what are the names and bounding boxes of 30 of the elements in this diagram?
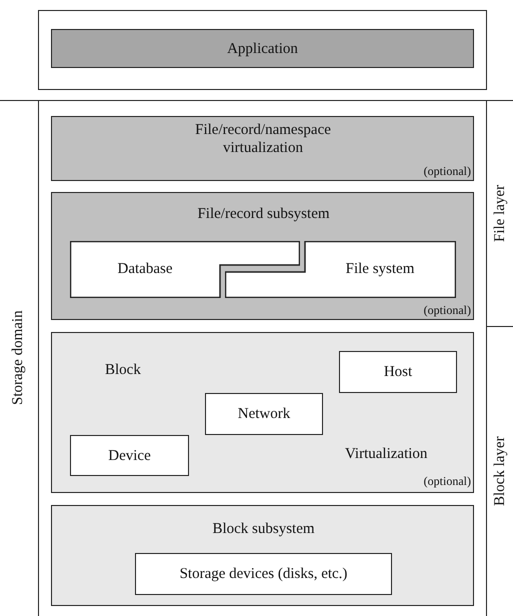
- note-text: (optional): [424, 303, 471, 317]
- layer-box: [51, 192, 474, 320]
- box-label: Host: [384, 363, 412, 381]
- component-box: [70, 435, 189, 476]
- box-label: File/record subsystem: [196, 205, 331, 223]
- box-label: Block layer: [491, 436, 509, 508]
- box-label: Network: [238, 405, 290, 423]
- component-box: [135, 553, 392, 595]
- box-label: Block: [105, 361, 141, 379]
- box-label: Device: [108, 446, 151, 464]
- layer-box: [51, 332, 474, 493]
- box-label: Block subsystem: [211, 520, 316, 538]
- box-label: Application: [227, 40, 298, 58]
- stepped-box: [70, 241, 300, 298]
- box-label: Database: [116, 260, 174, 278]
- note-text: (optional): [424, 164, 471, 178]
- container-box: [38, 10, 487, 90]
- layer-bar: [51, 29, 474, 68]
- box-label: File/record/namespace virtualization: [194, 121, 332, 157]
- layer-box: [51, 505, 474, 606]
- box-label: Storage domain: [9, 310, 27, 408]
- stepped-box: [225, 241, 456, 298]
- box-label: File layer: [491, 184, 509, 244]
- component-box: [205, 393, 323, 435]
- box-label: Storage devices (disks, etc.): [180, 565, 348, 583]
- layer-box: [51, 116, 474, 181]
- box-label: Virtualization: [345, 445, 428, 463]
- note-text: (optional): [424, 474, 471, 488]
- box-label: File system: [344, 260, 416, 278]
- component-box: [339, 351, 457, 393]
